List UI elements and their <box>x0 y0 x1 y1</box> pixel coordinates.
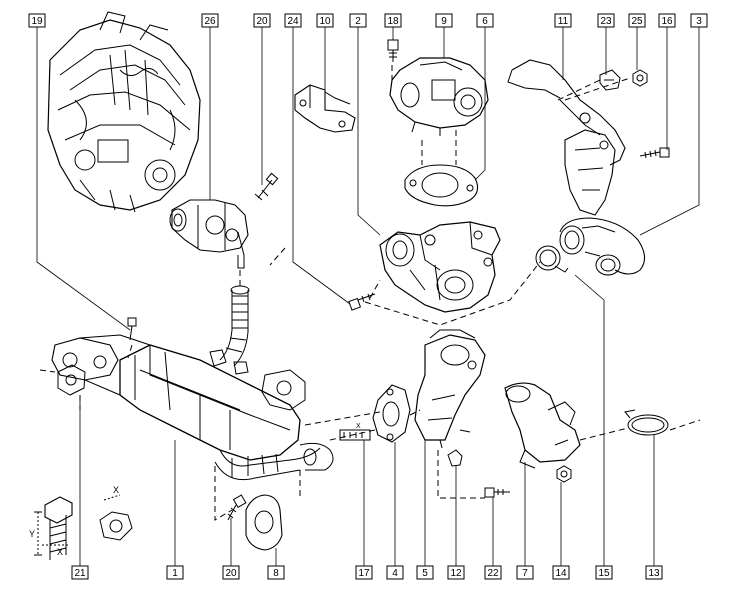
callout-number: 24 <box>287 16 299 27</box>
clip-part-23 <box>599 69 621 91</box>
callout-bottom-17: 17 <box>355 565 373 580</box>
clamp-part-15 <box>535 245 569 273</box>
nut-part-25 <box>632 69 648 87</box>
callout-number: 19 <box>31 16 43 27</box>
callout-number: 26 <box>204 16 216 27</box>
bolt-part-20-lower <box>227 494 247 521</box>
callout-number: 15 <box>598 568 610 579</box>
callout-bottom-20: 20 <box>222 565 240 580</box>
callout-bottom-1: 1 <box>166 565 184 580</box>
callout-number: 18 <box>387 16 399 27</box>
callout-number: 5 <box>422 568 428 579</box>
engine-assembly <box>47 11 201 213</box>
callout-number: 4 <box>392 568 398 579</box>
egr-cooler-part-1 <box>119 344 301 461</box>
callout-top-3: 3 <box>690 13 708 28</box>
callout-number: 10 <box>319 16 331 27</box>
cooler-outlet-pipes <box>214 442 334 481</box>
callout-top-10: 10 <box>316 13 334 28</box>
gasket-part-8 <box>245 494 283 551</box>
callout-number: 2 <box>355 16 361 27</box>
flange-part-4 <box>372 384 411 443</box>
callout-top-20: 20 <box>253 13 271 28</box>
callout-bottom-5: 5 <box>416 565 434 580</box>
callout-number: 21 <box>74 568 86 579</box>
callout-bottom-14: 14 <box>552 565 570 580</box>
callout-bottom-13: 13 <box>645 565 663 580</box>
egr-valve-part-26 <box>169 199 249 269</box>
callout-bottom-4: 4 <box>386 565 404 580</box>
callout-number: 16 <box>661 16 673 27</box>
callout-number: 14 <box>555 568 567 579</box>
callout-number: 8 <box>273 568 279 579</box>
bolt-flange-upper <box>127 317 137 341</box>
callout-number: 20 <box>225 568 237 579</box>
callout-top-2: 2 <box>349 13 367 28</box>
detail-label-y: Y <box>29 529 35 539</box>
callout-number: 23 <box>600 16 612 27</box>
detail-inset-bolt-nut <box>34 494 133 560</box>
callout-number: 7 <box>522 568 528 579</box>
callout-number: 20 <box>256 16 268 27</box>
clamp-part-13 <box>624 409 669 436</box>
callout-number: 25 <box>631 16 643 27</box>
callout-bottom-15: 15 <box>595 565 613 580</box>
callout-number: 1 <box>172 568 178 579</box>
cooler-bypass-valve <box>261 369 306 411</box>
callout-labels-top: 19 26 20 24 10 2 18 9 6 11 23 25 16 3 <box>28 13 708 28</box>
callout-leader-lines <box>36 27 700 570</box>
callout-top-18: 18 <box>384 13 402 28</box>
elbow-hose-part-3 <box>559 217 646 276</box>
callout-number: 9 <box>441 16 447 27</box>
callout-labels-bottom: 21 1 20 8 17 4 5 12 22 7 14 15 13 <box>71 565 663 580</box>
detail-label-x-left: X <box>57 547 63 557</box>
clip-part-12 <box>447 449 463 467</box>
bolt-part-16 <box>639 147 670 159</box>
gasket-part-6 <box>404 164 479 207</box>
bolt-part-18 <box>387 39 399 62</box>
callout-bottom-21: 21 <box>71 565 89 580</box>
egr-housing-part-2 <box>379 221 501 313</box>
callout-bottom-8: 8 <box>267 565 285 580</box>
callout-top-19: 19 <box>28 13 46 28</box>
callout-top-24: 24 <box>284 13 302 28</box>
bolt-part-20-upper <box>254 172 279 201</box>
callout-bottom-22: 22 <box>484 565 502 580</box>
callout-top-9: 9 <box>435 13 453 28</box>
egr-valve-part-9 <box>389 57 489 136</box>
callout-top-23: 23 <box>597 13 615 28</box>
callout-number: 22 <box>487 568 499 579</box>
callout-number: 12 <box>450 568 462 579</box>
bracket-part-10 <box>294 84 356 133</box>
callout-number: 6 <box>482 16 488 27</box>
gasket-part-21 <box>57 364 86 396</box>
callout-number: 11 <box>558 16 569 27</box>
callout-top-6: 6 <box>476 13 494 28</box>
detail-label-x-plate: X <box>356 423 361 430</box>
callout-bottom-7: 7 <box>516 565 534 580</box>
plate-part-17 <box>339 429 371 441</box>
assembly-dashed-lines <box>39 65 701 521</box>
callout-bottom-12: 12 <box>447 565 465 580</box>
egr-valve-part-5 <box>414 329 486 449</box>
detail-label-x-right: X <box>113 485 119 495</box>
callout-number: 17 <box>358 568 370 579</box>
intake-elbow-part-7 <box>504 382 581 469</box>
callout-top-25: 25 <box>628 13 646 28</box>
flexible-hose-pipe <box>209 285 250 375</box>
heat-shield-part-11 <box>507 59 626 216</box>
cooler-inlet-flange <box>51 334 151 396</box>
callout-number: 3 <box>696 16 702 27</box>
callout-top-26: 26 <box>201 13 219 28</box>
bolt-part-22 <box>484 487 510 498</box>
callout-top-11: 11 <box>554 13 572 28</box>
callout-number: 13 <box>648 568 660 579</box>
nut-part-14 <box>556 465 572 483</box>
callout-top-16: 16 <box>658 13 676 28</box>
